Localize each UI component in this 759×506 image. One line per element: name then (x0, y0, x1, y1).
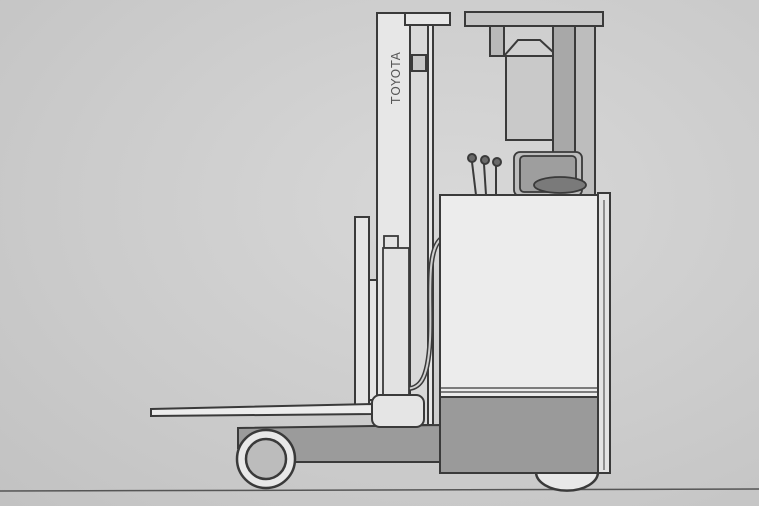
forks (150, 402, 373, 418)
load-wheel (235, 428, 297, 490)
base-frame (237, 394, 441, 463)
control-levers (467, 153, 502, 196)
truck-body (439, 192, 611, 474)
brand-logo: TOYOTA (389, 51, 403, 105)
lift-cylinder (382, 235, 410, 399)
fork-carriage (354, 216, 378, 408)
drive-wheel (534, 471, 600, 492)
operator-seat (513, 151, 587, 197)
floor-line (0, 488, 759, 492)
